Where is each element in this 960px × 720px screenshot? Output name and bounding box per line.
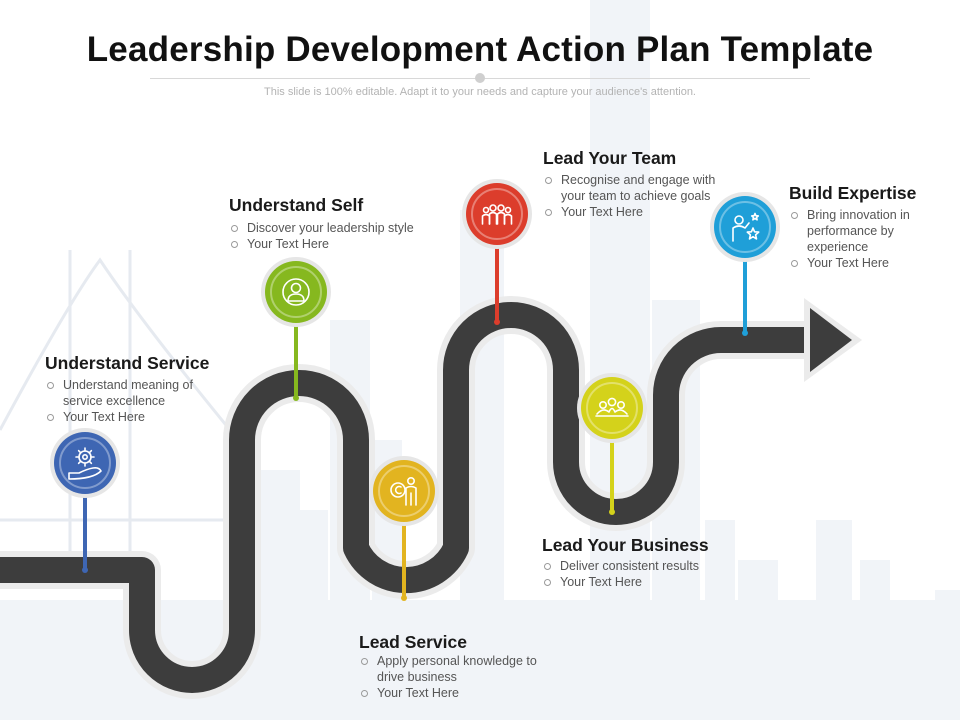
bullet-item: Understand meaning of service excellence <box>45 377 225 409</box>
bullet-item: Deliver consistent results <box>542 558 742 574</box>
bullet-item: Bring innovation in performance by exper… <box>789 207 919 255</box>
step-bullets-lead-your-business: Deliver consistent results Your Text Her… <box>542 558 742 590</box>
step-title-lead-your-business: Lead Your Business <box>542 535 709 555</box>
pin-marker-understand-service <box>50 428 120 573</box>
bullet-item: Recognise and engage with your team to a… <box>543 172 733 204</box>
pin-foot-dot <box>609 509 615 515</box>
pin-marker-understand-self <box>261 257 331 401</box>
pin-inner <box>378 465 430 517</box>
pin-foot-dot <box>401 595 407 601</box>
pin-foot-dot <box>82 567 88 573</box>
expert-star-icon <box>732 212 760 242</box>
pin-marker-build-expertise <box>710 192 780 336</box>
step-title-build-expertise: Build Expertise <box>789 183 917 203</box>
step-bullets-understand-self: Discover your leadership style Your Text… <box>229 220 439 252</box>
step-title-lead-service: Lead Service <box>359 632 467 652</box>
bullet-item: Discover your leadership style <box>229 220 439 236</box>
bullet-item: Your Text Here <box>45 409 225 425</box>
bullet-item: Your Text Here <box>229 236 439 252</box>
page-subtitle: This slide is 100% editable. Adapt it to… <box>264 86 696 98</box>
gear-hand-icon <box>68 447 102 480</box>
bullet-item: Your Text Here <box>542 574 742 590</box>
page-title: Leadership Development Action Plan Templ… <box>86 30 874 69</box>
step-title-lead-your-team: Lead Your Team <box>543 148 677 168</box>
service-person-icon <box>390 476 417 506</box>
pin-foot-dot <box>293 395 299 401</box>
pin-marker-lead-your-business <box>577 373 647 515</box>
pin-foot-dot <box>742 330 748 336</box>
team-group-icon <box>481 204 513 225</box>
pin-marker-lead-your-team <box>462 179 532 325</box>
bullet-item: Your Text Here <box>543 204 733 220</box>
pin-foot-dot <box>494 319 500 325</box>
step-title-understand-service: Understand Service <box>45 353 210 373</box>
step-bullets-lead-your-team: Recognise and engage with your team to a… <box>543 172 733 220</box>
arrow-head-icon <box>810 308 852 372</box>
bullet-item: Apply personal knowledge to drive busine… <box>359 653 539 685</box>
bullet-item: Your Text Here <box>789 255 919 271</box>
meeting-group-icon <box>595 397 629 417</box>
pin-marker-lead-service <box>369 456 439 601</box>
title-divider-dot <box>475 73 485 83</box>
step-bullets-understand-service: Understand meaning of service excellence… <box>45 377 225 425</box>
road-body <box>0 302 812 693</box>
bullet-item: Your Text Here <box>359 685 539 701</box>
person-circle-icon <box>282 278 310 306</box>
step-bullets-lead-service: Apply personal knowledge to drive busine… <box>359 653 539 701</box>
step-title-understand-self: Understand Self <box>229 195 364 215</box>
step-bullets-build-expertise: Bring innovation in performance by exper… <box>789 207 919 271</box>
